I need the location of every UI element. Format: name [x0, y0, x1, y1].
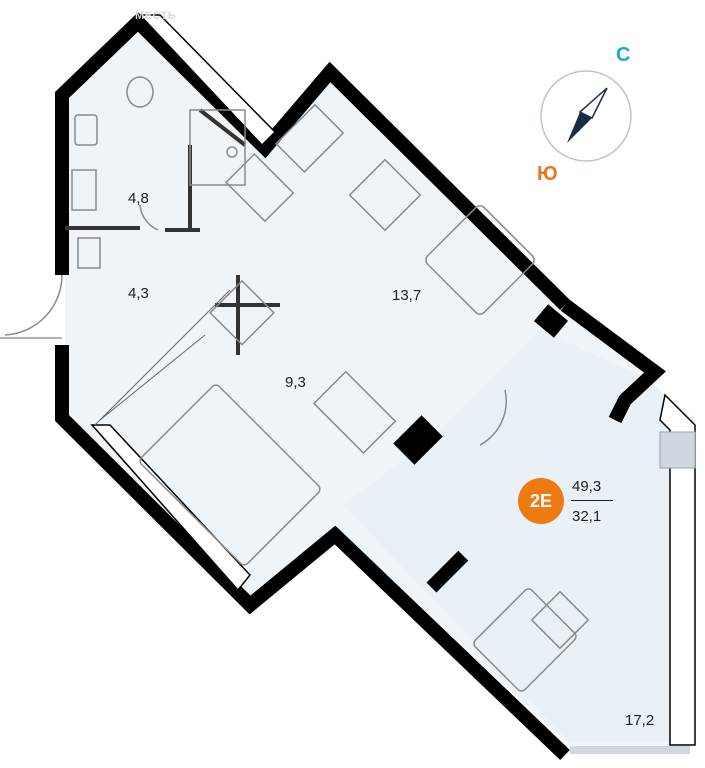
- interior-walls: [65, 108, 280, 355]
- room-area-bedroom: 9,3: [285, 374, 306, 391]
- compass-needle-icon: [578, 87, 608, 120]
- total-area: 49,3: [572, 478, 602, 495]
- room-area-kitchen: 13,7: [392, 287, 422, 304]
- bottom-window: [570, 746, 690, 754]
- pillars: [393, 304, 569, 593]
- compass-ring: [540, 70, 632, 162]
- room-area-hallway: 4,3: [128, 285, 149, 302]
- windows: [90, 14, 696, 746]
- watermark-text: МЕСТЬ: [135, 10, 177, 22]
- door-lines: [0, 289, 231, 426]
- living-room-floor: [343, 330, 690, 742]
- living-area: 32,1: [572, 508, 602, 525]
- compass-south-label: Ю: [537, 163, 558, 185]
- compass-north-label: С: [616, 44, 631, 66]
- outer-walls: [55, 12, 666, 761]
- fixtures: [4, 76, 590, 692]
- area-divider: [571, 500, 613, 501]
- balcony-window: [659, 431, 696, 469]
- room-area-living: 17,2: [625, 712, 655, 729]
- compass-needle-south-icon: [567, 112, 592, 143]
- room-area-bathroom: 4,8: [128, 190, 149, 207]
- apartment-type-badge: 2Е: [518, 478, 564, 524]
